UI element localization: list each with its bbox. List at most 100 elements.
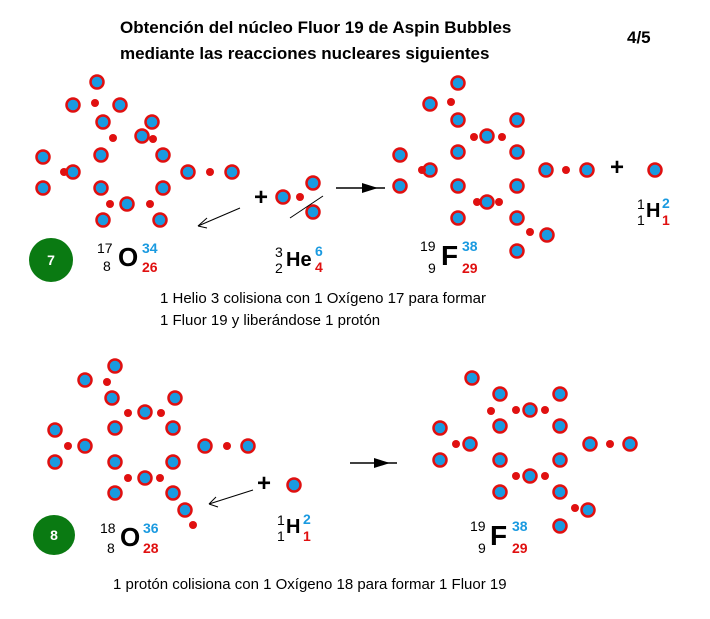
nucleon-bubble bbox=[119, 196, 135, 212]
neutron-count: 6 bbox=[315, 243, 323, 259]
nucleon-bubble bbox=[392, 178, 408, 194]
nucleon-bubble bbox=[224, 164, 240, 180]
reaction-arrow-head bbox=[374, 458, 390, 468]
nucleon-bubble bbox=[538, 162, 554, 178]
element-symbol: F bbox=[490, 520, 508, 551]
proton-count: 26 bbox=[142, 259, 158, 275]
proton-count: 4 bbox=[315, 259, 323, 275]
nucleon-bubble bbox=[479, 128, 495, 144]
nucleon-bubble bbox=[552, 518, 568, 534]
atomic-number: 1 bbox=[637, 212, 645, 228]
nucleon-bubble bbox=[95, 114, 111, 130]
link-dot bbox=[149, 135, 157, 143]
nucleon-bubble bbox=[137, 404, 153, 420]
reaction7-caption-line1: 1 Helio 3 colisiona con 1 Oxígeno 17 par… bbox=[160, 290, 487, 307]
link-dot bbox=[473, 198, 481, 206]
nucleon-bubble bbox=[582, 436, 598, 452]
neutron-count: 38 bbox=[462, 238, 478, 254]
nucleon-bubble bbox=[165, 485, 181, 501]
nucleon-bubble bbox=[275, 189, 291, 205]
neutron-count: 2 bbox=[303, 511, 311, 527]
nucleon-bubble bbox=[112, 97, 128, 113]
arrow-line bbox=[197, 207, 241, 227]
mass-number: 19 bbox=[470, 518, 486, 534]
link-dot bbox=[571, 504, 579, 512]
link-dot bbox=[124, 409, 132, 417]
nucleon-bubble bbox=[464, 370, 480, 386]
nucleon-bubble bbox=[65, 97, 81, 113]
nucleon-bubble bbox=[155, 180, 171, 196]
atomic-number: 2 bbox=[275, 260, 283, 276]
nucleon-bubble bbox=[305, 204, 321, 220]
link-dot bbox=[452, 440, 460, 448]
nucleon-bubble bbox=[155, 147, 171, 163]
proton-count: 1 bbox=[303, 528, 311, 544]
nucleon-bubble bbox=[104, 390, 120, 406]
nucleon-bubble bbox=[509, 144, 525, 160]
reaction8-caption: 1 protón colisiona con 1 Oxígeno 18 para… bbox=[113, 576, 507, 593]
mass-number: 1 bbox=[637, 196, 645, 212]
nucleon-bubble bbox=[144, 114, 160, 130]
nucleon-bubble bbox=[89, 74, 105, 90]
nucleon-bubble bbox=[305, 175, 321, 191]
nucleon-bubble bbox=[286, 477, 302, 493]
nucleon-bubble bbox=[95, 212, 111, 228]
link-dot bbox=[541, 472, 549, 480]
nucleon-bubble bbox=[552, 484, 568, 500]
arrow-head bbox=[197, 217, 208, 227]
nucleon-bubble bbox=[35, 149, 51, 165]
nucleon-bubble bbox=[107, 420, 123, 436]
element-symbol: H bbox=[646, 200, 661, 222]
link-dot bbox=[487, 407, 495, 415]
nucleon-bubble bbox=[107, 485, 123, 501]
reaction7-caption-line2: 1 Fluor 19 y liberándose 1 protón bbox=[160, 312, 381, 329]
nucleon-bubble bbox=[450, 178, 466, 194]
proton-count: 29 bbox=[512, 540, 528, 556]
link-dot bbox=[541, 406, 549, 414]
nucleon-bubble bbox=[422, 96, 438, 112]
reaction-badge-8: 8 bbox=[33, 515, 75, 555]
nucleon-bubble bbox=[47, 454, 63, 470]
nucleon-bubble bbox=[107, 358, 123, 374]
plus-sign: + bbox=[610, 154, 625, 181]
atomic-number: 8 bbox=[103, 258, 111, 274]
split-line bbox=[289, 195, 324, 219]
nucleon-bubble bbox=[552, 452, 568, 468]
link-dot bbox=[526, 228, 534, 236]
element-symbol: He bbox=[286, 249, 312, 271]
nucleon-bubble bbox=[77, 372, 93, 388]
nucleon-bubble bbox=[432, 420, 448, 436]
link-dot bbox=[418, 166, 426, 174]
nucleon-bubble bbox=[622, 436, 638, 452]
nucleon-bubble bbox=[180, 164, 196, 180]
proton-count: 29 bbox=[462, 260, 478, 276]
nucleon-bubble bbox=[65, 164, 81, 180]
nucleon-bubble bbox=[492, 418, 508, 434]
link-dot bbox=[91, 99, 99, 107]
nucleon-bubble bbox=[137, 470, 153, 486]
reaction-badge-7: 7 bbox=[29, 238, 73, 282]
arrow-head bbox=[208, 503, 219, 508]
nucleon-bubble bbox=[134, 128, 150, 144]
link-dot bbox=[157, 409, 165, 417]
nucleon-bubble bbox=[450, 75, 466, 91]
link-dot bbox=[146, 200, 154, 208]
nucleon-bubble bbox=[197, 438, 213, 454]
proton-count: 1 bbox=[662, 212, 670, 228]
nucleon-bubble bbox=[167, 390, 183, 406]
proton-count: 28 bbox=[143, 540, 159, 556]
nucleon-bubble bbox=[177, 502, 193, 518]
atomic-number: 8 bbox=[107, 540, 115, 556]
nucleon-bubble bbox=[165, 420, 181, 436]
plus-sign: + bbox=[254, 184, 269, 211]
nucleon-bubble bbox=[552, 418, 568, 434]
nucleon-bubble bbox=[509, 112, 525, 128]
link-dot bbox=[103, 378, 111, 386]
nucleon-bubble bbox=[492, 452, 508, 468]
mass-number: 18 bbox=[100, 520, 116, 536]
mass-number: 19 bbox=[420, 238, 436, 254]
link-dot bbox=[512, 406, 520, 414]
atomic-number: 9 bbox=[478, 540, 486, 556]
link-dot bbox=[512, 472, 520, 480]
